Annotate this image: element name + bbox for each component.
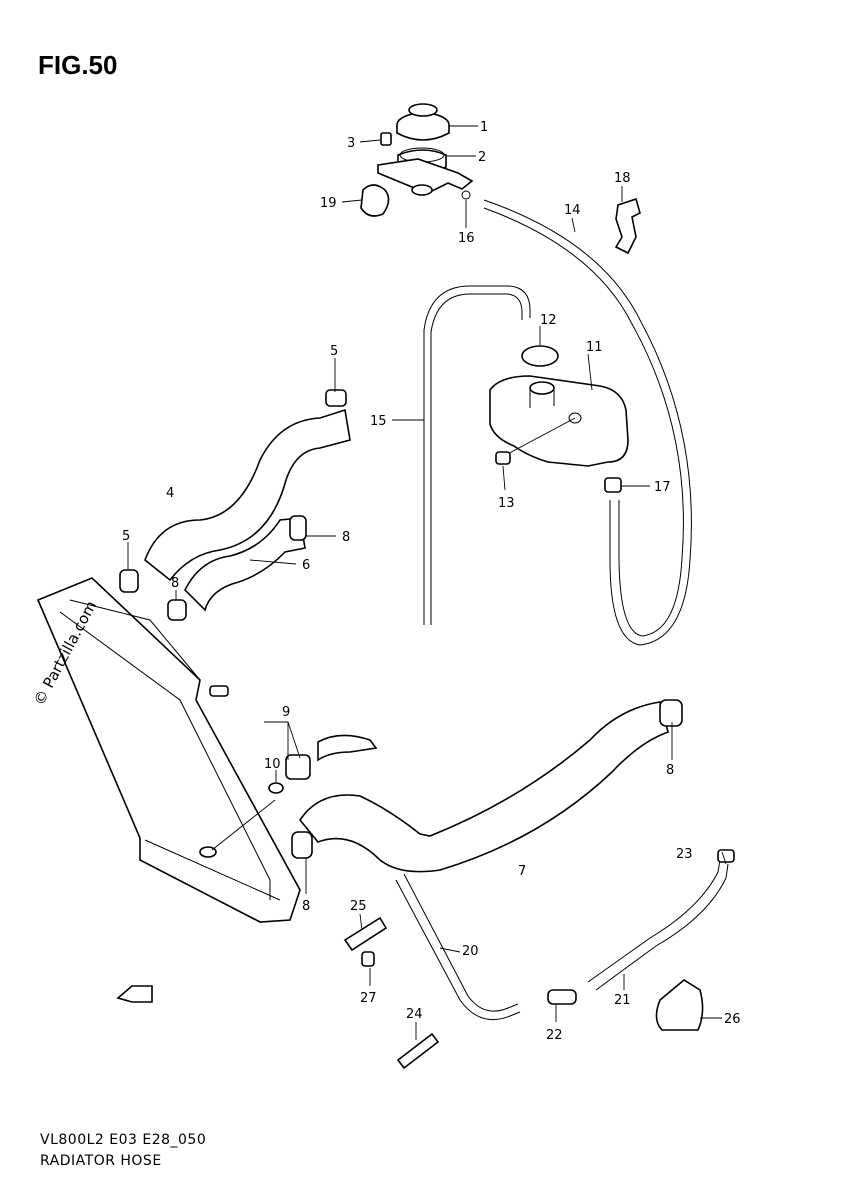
drain-hose bbox=[343, 873, 521, 1070]
callout-1: 1 bbox=[480, 120, 488, 135]
diagram-code: VL800L2 E03 E28_050 bbox=[40, 1132, 207, 1148]
callout-numbers: 1 2 3 4 5 5 6 7 8 8 8 8 9 10 11 12 13 14… bbox=[122, 120, 741, 1043]
diagram-name: RADIATOR HOSE bbox=[40, 1153, 162, 1169]
vent-hose-set bbox=[547, 849, 735, 1031]
callout-26: 26 bbox=[724, 1012, 741, 1027]
callout-11: 11 bbox=[586, 340, 603, 355]
callout-14: 14 bbox=[564, 203, 581, 218]
callout-5-upper: 5 bbox=[330, 344, 338, 359]
callout-8-upper-left: 8 bbox=[171, 576, 179, 591]
reservoir-hose bbox=[423, 285, 531, 625]
callout-3: 3 bbox=[347, 136, 355, 151]
callout-22: 22 bbox=[546, 1028, 563, 1043]
coolant-reservoir bbox=[489, 345, 629, 493]
figure-title: FIG.50 bbox=[38, 50, 118, 80]
callout-9: 9 bbox=[282, 705, 290, 720]
callout-4: 4 bbox=[166, 486, 174, 501]
leader-lines bbox=[127, 125, 727, 1040]
callout-25: 25 bbox=[350, 899, 367, 914]
radiator bbox=[36, 577, 301, 923]
radiator-cap-assembly bbox=[360, 103, 474, 217]
callout-7: 7 bbox=[518, 864, 526, 879]
front-direction-arrow-icon bbox=[116, 985, 153, 1003]
callout-5-lower: 5 bbox=[122, 529, 130, 544]
callout-19: 19 bbox=[320, 196, 337, 211]
callout-10: 10 bbox=[264, 757, 281, 772]
overflow-hose bbox=[483, 199, 692, 646]
callout-8-lower-right: 8 bbox=[666, 763, 674, 778]
callout-12: 12 bbox=[540, 313, 557, 328]
callout-16: 16 bbox=[458, 231, 475, 246]
callout-13: 13 bbox=[498, 496, 515, 511]
hose-clip-bracket bbox=[614, 197, 641, 255]
callout-20: 20 bbox=[462, 944, 479, 959]
callout-21: 21 bbox=[614, 993, 631, 1008]
callout-2: 2 bbox=[478, 150, 486, 165]
callout-18: 18 bbox=[614, 171, 631, 186]
callout-17: 17 bbox=[654, 480, 671, 495]
callout-24: 24 bbox=[406, 1007, 423, 1022]
upper-radiator-hoses bbox=[119, 389, 351, 621]
callout-23: 23 bbox=[676, 847, 693, 862]
callout-15: 15 bbox=[370, 414, 387, 429]
callout-8-lower-left: 8 bbox=[302, 899, 310, 914]
callout-8-upper-right: 8 bbox=[342, 530, 350, 545]
lower-radiator-hose bbox=[268, 699, 683, 873]
callout-27: 27 bbox=[360, 991, 377, 1006]
callout-6: 6 bbox=[302, 558, 310, 573]
